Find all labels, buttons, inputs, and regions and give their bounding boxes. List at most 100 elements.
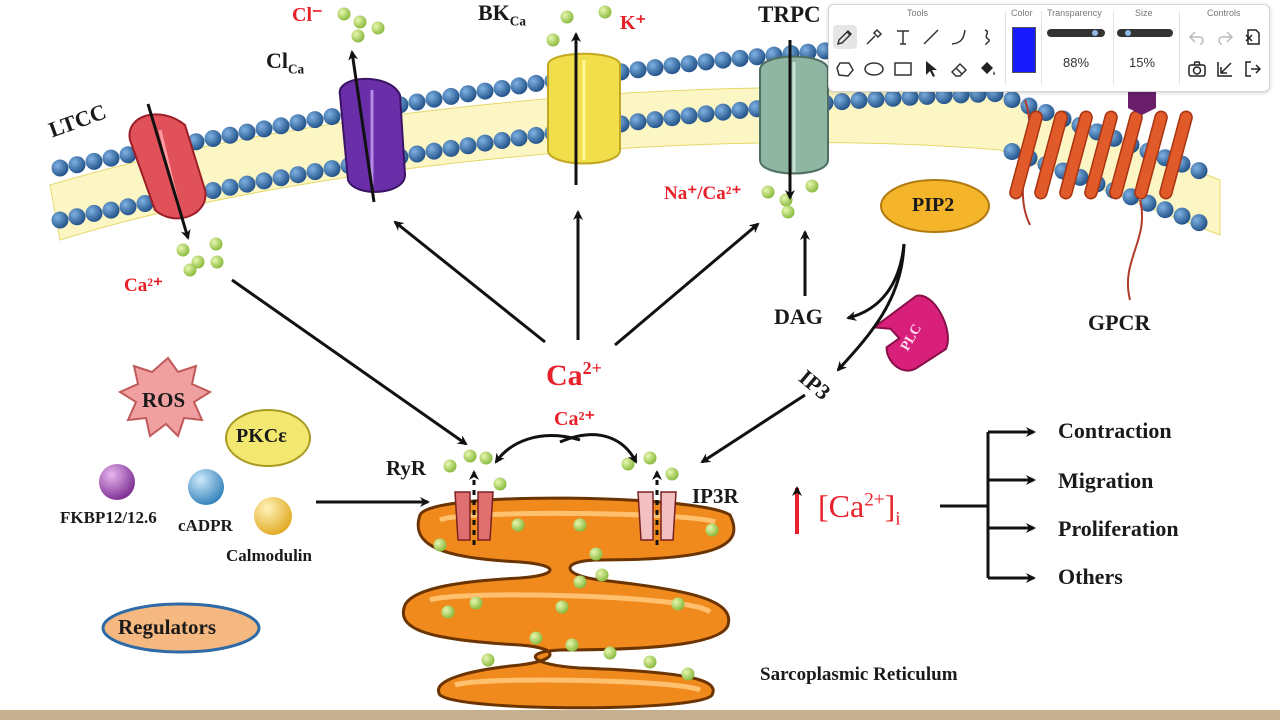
membrane-bead-outer xyxy=(408,93,426,111)
label-clca: ClCa xyxy=(266,48,304,77)
label-dag: DAG xyxy=(774,304,823,329)
calcium-ion-dot xyxy=(565,638,579,652)
controls-section-title: Controls xyxy=(1207,8,1241,18)
membrane-bead-inner xyxy=(731,101,749,119)
calcium-ion-dot xyxy=(595,568,609,582)
arrow-pip2-to-dag xyxy=(846,243,906,321)
fkbp-ball xyxy=(99,464,135,500)
calcium-ion-dot xyxy=(573,575,587,589)
membrane-bead-inner xyxy=(136,195,154,213)
curve-tool-button[interactable] xyxy=(947,25,971,49)
membrane-bead-inner xyxy=(867,90,885,108)
size-slider-knob[interactable] xyxy=(1125,30,1132,36)
label-ca-i-sup: 2+ xyxy=(864,489,885,511)
text-tool-button[interactable] xyxy=(891,25,915,49)
pkce-oval xyxy=(225,409,311,467)
calcium-ion-dot xyxy=(573,518,587,532)
label-na-ca: Na⁺/Ca²⁺ xyxy=(664,183,742,204)
calcium-ion-dot xyxy=(481,653,495,667)
calcium-ion-dot xyxy=(598,5,612,19)
calcium-ion-dot xyxy=(371,21,385,35)
label-clca-main: Cl xyxy=(266,48,288,73)
screenshot-button[interactable] xyxy=(1185,57,1209,81)
membrane-bead-inner xyxy=(459,137,477,155)
eraser-tool-button[interactable] xyxy=(947,57,971,81)
calcium-ion-dot xyxy=(351,29,365,43)
calcium-ion-dot xyxy=(433,538,447,552)
arrow-clca-efflux xyxy=(348,50,376,203)
select-tool-button[interactable] xyxy=(919,57,943,81)
calcium-ion-dot xyxy=(353,15,367,29)
color-swatch-button[interactable] xyxy=(1012,27,1036,73)
label-pkce: PKCε xyxy=(236,425,287,447)
transparency-slider-knob[interactable] xyxy=(1092,30,1098,36)
calcium-ions xyxy=(176,5,819,681)
camera-icon xyxy=(1188,61,1206,77)
membrane-bead-inner xyxy=(850,91,868,109)
label-ca-center: Ca2+ xyxy=(546,358,602,393)
calcium-ion-dot xyxy=(176,243,190,257)
label-ca-small: Ca²⁺ xyxy=(554,408,595,430)
calcium-ion-dot xyxy=(493,477,507,491)
membrane-bead-outer xyxy=(646,59,664,77)
undo-button[interactable] xyxy=(1185,25,1209,49)
membrane-bead-inner xyxy=(68,208,86,226)
eyedropper-tool-button[interactable] xyxy=(862,25,886,49)
arrow-ca-to-trpc xyxy=(614,222,760,347)
size-slider[interactable] xyxy=(1117,29,1173,37)
calcium-ion-dot xyxy=(781,205,795,219)
exit-button[interactable] xyxy=(1241,57,1265,81)
label-cl-ion: Cl⁻ xyxy=(292,4,323,26)
plc-enzyme xyxy=(871,294,949,372)
label-pip2: PIP2 xyxy=(912,194,955,216)
label-contraction: Contraction xyxy=(1058,418,1172,443)
clear-button[interactable] xyxy=(1241,25,1265,49)
ryr-channel xyxy=(454,491,494,541)
membrane-bead-outer xyxy=(204,129,222,147)
redo-button[interactable] xyxy=(1213,25,1237,49)
membrane-bead-outer xyxy=(272,117,290,135)
freehand-tool-button[interactable] xyxy=(975,25,999,49)
ellipse-tool-button[interactable] xyxy=(862,57,886,81)
membrane-bead-outer xyxy=(51,159,69,177)
label-ca-ltcc: Ca²⁺ xyxy=(124,275,163,296)
membrane-bead-inner xyxy=(1156,201,1174,219)
calcium-ion-dot xyxy=(191,255,205,269)
calcium-ion-dot xyxy=(671,597,685,611)
fill-tool-button[interactable] xyxy=(975,57,999,81)
membrane-bead-inner xyxy=(289,166,307,184)
ellipse-icon xyxy=(864,62,884,76)
polygon-tool-button[interactable] xyxy=(833,57,857,81)
membrane-bead-outer xyxy=(510,77,528,95)
calcium-ion-dot xyxy=(469,596,483,610)
bottom-border xyxy=(0,710,1280,720)
membrane-bead-outer xyxy=(323,108,341,126)
membrane-bead-outer xyxy=(663,57,681,75)
arrow-ca-to-clca xyxy=(393,220,546,344)
label-clca-sub: Ca xyxy=(288,61,305,77)
text-icon xyxy=(897,30,909,45)
membrane-bead-inner xyxy=(646,111,664,129)
membrane-bead-inner xyxy=(306,163,324,181)
cadpr-ball xyxy=(188,469,224,505)
label-k-ion: K⁺ xyxy=(620,12,647,34)
line-tool-button[interactable] xyxy=(919,25,943,49)
membrane-bead-inner xyxy=(833,93,851,111)
calcium-ion-dot xyxy=(805,179,819,193)
trpc-channel xyxy=(759,55,829,175)
membrane-bead-inner xyxy=(476,134,494,152)
divider-4 xyxy=(1179,11,1180,85)
pencil-tool-button[interactable] xyxy=(833,25,857,49)
transparency-slider[interactable] xyxy=(1047,29,1105,37)
calcium-ion-dot xyxy=(705,523,719,537)
redo-icon xyxy=(1218,31,1234,45)
minimize-toolbar-button[interactable] xyxy=(1213,57,1237,81)
membrane-bead-outer xyxy=(442,87,460,105)
transparency-section-title: Transparency xyxy=(1047,8,1102,18)
sarcoplasmic-reticulum xyxy=(401,496,736,710)
polygon-icon xyxy=(836,62,854,77)
clca-channel xyxy=(338,77,407,193)
eyedropper-icon xyxy=(866,28,883,45)
calcium-ion-dot xyxy=(511,518,525,532)
rectangle-tool-button[interactable] xyxy=(891,57,915,81)
